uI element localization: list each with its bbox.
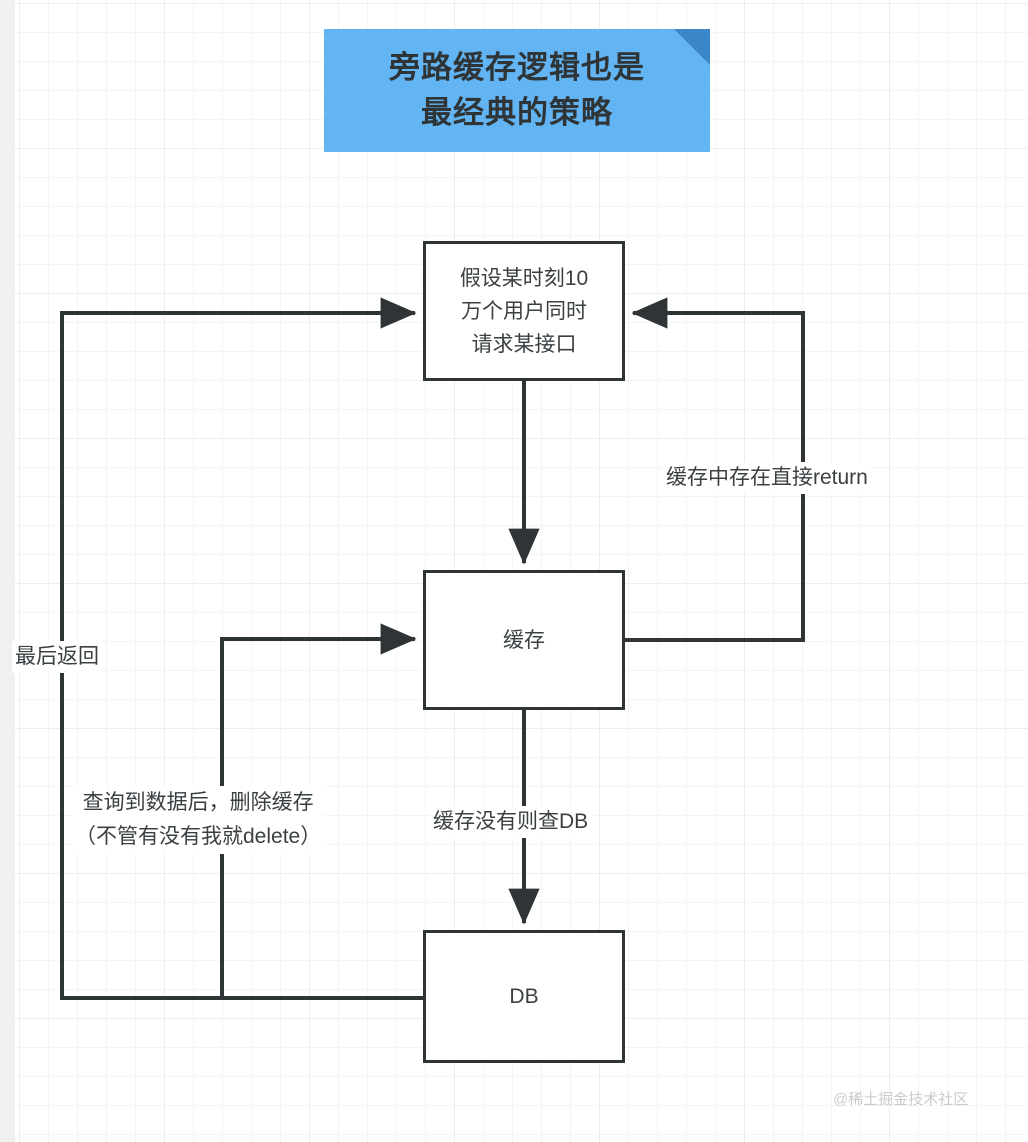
node-db-box[interactable]: DB	[423, 930, 625, 1063]
edge-label-cache-hit-return: 缓存中存在直接return	[663, 462, 871, 494]
node-request-line-1: 假设某时刻10	[459, 266, 589, 290]
edge-label-query-db: 缓存没有则查DB	[430, 806, 592, 838]
node-request-line-3: 请求某接口	[471, 332, 577, 356]
corner-fold-icon	[674, 29, 710, 65]
node-request-line-2: 万个用户同时	[461, 299, 587, 323]
node-cache-box[interactable]: 缓存	[423, 570, 625, 710]
node-cache-label: 缓存	[503, 628, 545, 652]
title-line-1: 旁路缓存逻辑也是	[389, 49, 645, 85]
title-banner: 旁路缓存逻辑也是 最经典的策略	[324, 29, 710, 152]
edge-label-delete-cache-line-2: （不管有没有我就delete）	[75, 825, 322, 848]
title-line-2: 最经典的策略	[421, 94, 613, 130]
edge-db-final-return	[60, 297, 417, 1000]
node-db-label: DB	[509, 985, 539, 1008]
edge-label-delete-cache: 查询到数据后，删除缓存 （不管有没有我就delete）	[72, 786, 325, 854]
edge-label-final-return: 最后返回	[12, 641, 102, 673]
watermark: @稀土掘金技术社区	[833, 1091, 969, 1108]
edge-label-delete-cache-line-1: 查询到数据后，删除缓存	[82, 791, 314, 814]
node-request-box[interactable]: 假设某时刻10 万个用户同时 请求某接口	[423, 241, 625, 381]
